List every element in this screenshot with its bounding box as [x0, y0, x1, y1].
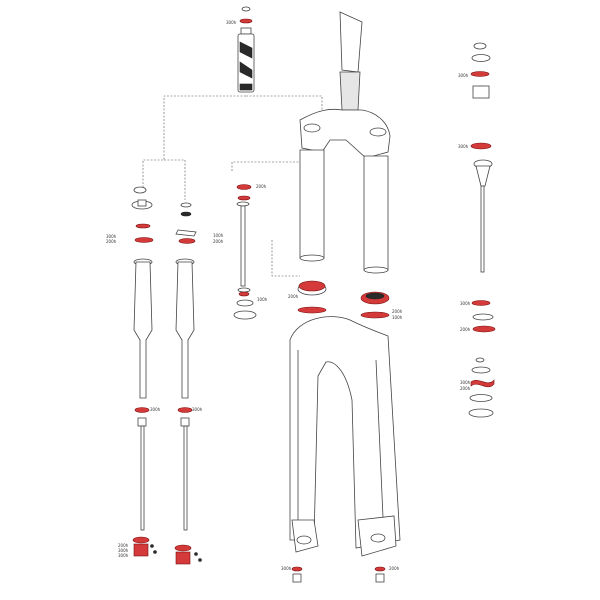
torque-label: 300h: [192, 407, 203, 412]
torque-label: 200h: [256, 184, 267, 189]
torque-label: 300h: [458, 73, 469, 78]
torque-label: 300h: [106, 234, 117, 239]
torque-label: 300h: [458, 144, 469, 149]
torque-label: 200h: [460, 327, 471, 332]
torque-label: 300h: [226, 20, 237, 25]
torque-label: 300h: [118, 553, 129, 558]
right-column-parts: [468, 42, 496, 418]
rebound-rod: [233, 184, 257, 320]
torque-label: 300h: [460, 301, 471, 306]
torque-label: 300h: [460, 380, 471, 385]
torque-label: 200h: [389, 566, 400, 571]
torque-label: 300h: [281, 566, 292, 571]
torque-label: 200h: [392, 309, 403, 314]
axle-bolts: [291, 566, 386, 583]
torque-label: 200h: [460, 386, 471, 391]
torque-label: 300h: [150, 407, 161, 412]
leader-lines: [142, 95, 323, 277]
torque-label: 100h: [257, 297, 268, 302]
torque-label: 200h: [118, 543, 129, 548]
torque-label: 200h: [106, 239, 117, 244]
torque-label: 100h: [213, 233, 224, 238]
crown-steerer-assembly: [299, 11, 391, 274]
torque-label: 300h: [118, 548, 129, 553]
air-seal-rings: [297, 280, 390, 319]
top-caps: [131, 186, 197, 244]
torque-label: 200h: [288, 294, 299, 299]
torque-labels: 300h 300h 300h 200h 300h 200h 100h 200h …: [106, 20, 471, 571]
lower-leg-assembly: [289, 316, 401, 557]
torque-label: 100h: [392, 315, 403, 320]
bottom-foot-nuts: [132, 536, 202, 565]
torque-label: 200h: [213, 239, 224, 244]
left-stanchion-tubes: [133, 258, 195, 531]
damper-cartridge: [237, 6, 255, 93]
